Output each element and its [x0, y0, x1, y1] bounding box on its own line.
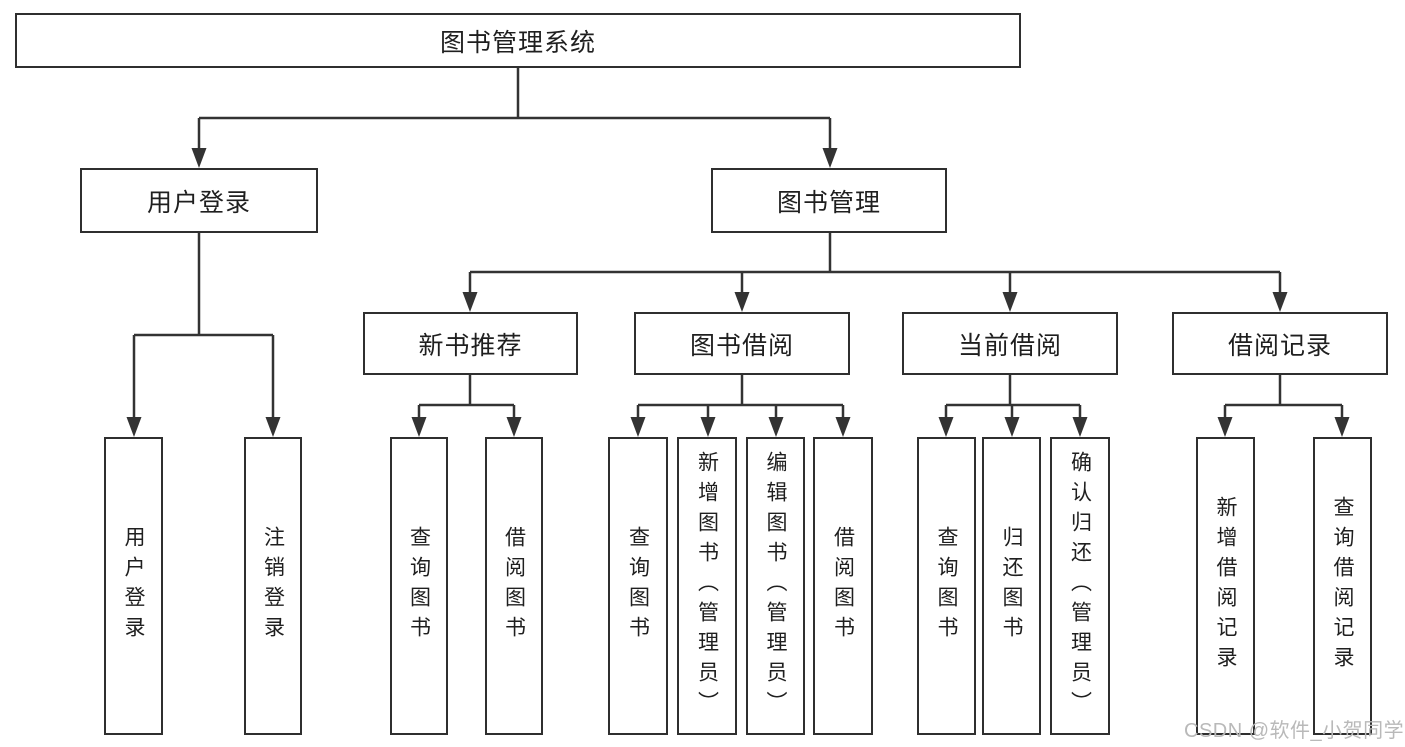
node-borrow-records: 借阅记录	[1172, 312, 1388, 375]
leaf-query-borrow-record: 查询借阅记录	[1313, 437, 1372, 735]
leaf-add-book-admin: 新增图书（管理员）	[677, 437, 737, 735]
node-new-book-recommendation: 新书推荐	[363, 312, 578, 375]
leaf-return-books: 归还图书	[982, 437, 1041, 735]
node-current-borrowing: 当前借阅	[902, 312, 1118, 375]
node-user-login: 用户登录	[80, 168, 318, 233]
node-book-management: 图书管理	[711, 168, 947, 233]
leaf-query-books-current: 查询图书	[917, 437, 976, 735]
csdn-watermark: CSDN @软件_小贺同学	[1184, 720, 1405, 742]
node-book-borrowing: 图书借阅	[634, 312, 850, 375]
leaf-user-login: 用户登录	[104, 437, 163, 735]
leaf-edit-book-admin: 编辑图书（管理员）	[746, 437, 805, 735]
leaf-confirm-return-admin: 确认归还（管理员）	[1050, 437, 1110, 735]
leaf-query-books-recommend: 查询图书	[390, 437, 448, 735]
node-library-management-system: 图书管理系统	[15, 13, 1021, 68]
leaf-borrow-books-recommend: 借阅图书	[485, 437, 543, 735]
leaf-borrow-books-borrowing: 借阅图书	[813, 437, 873, 735]
leaf-add-borrow-record: 新增借阅记录	[1196, 437, 1255, 735]
leaf-logout-login: 注销登录	[244, 437, 302, 735]
leaf-query-books-borrowing: 查询图书	[608, 437, 668, 735]
